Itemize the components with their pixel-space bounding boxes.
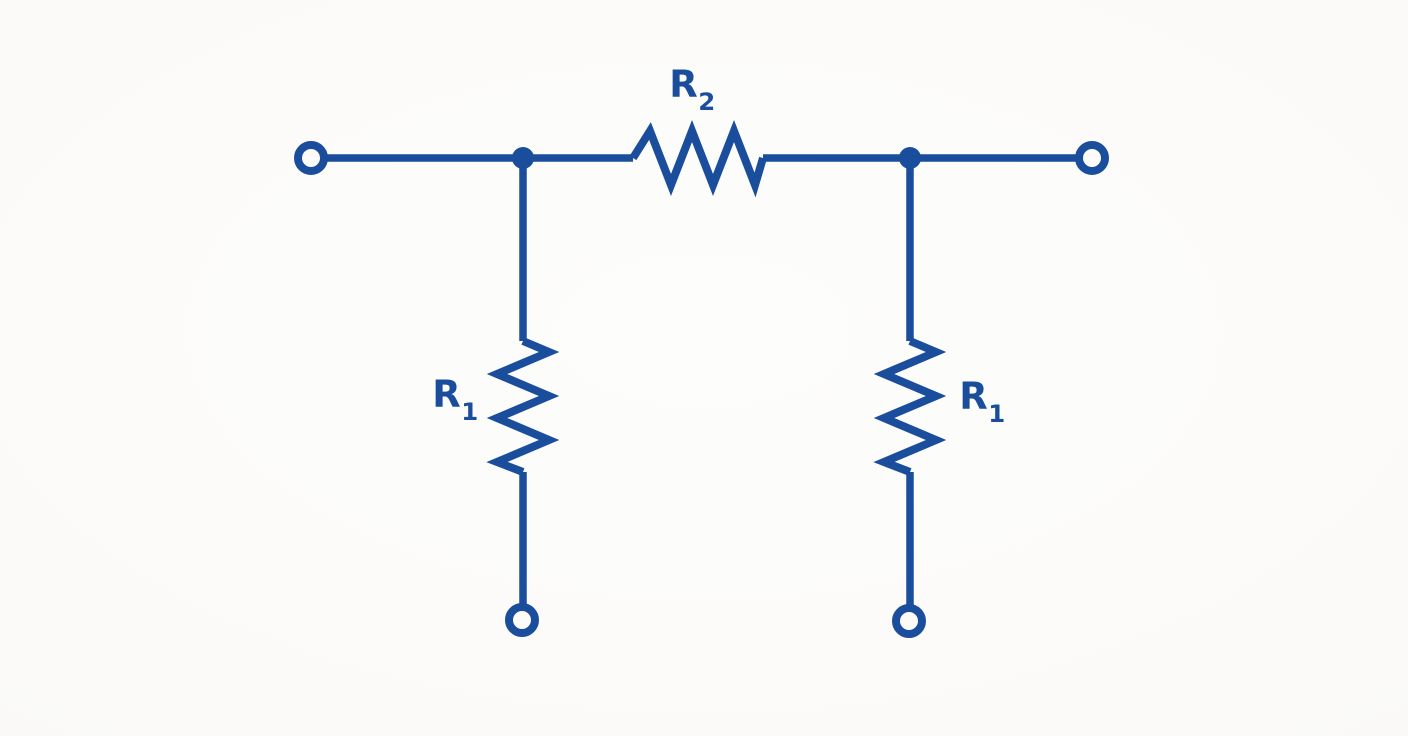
junction-node-right xyxy=(899,147,921,169)
resistor-label-r2-base: R xyxy=(669,63,698,107)
terminal-bottom-right xyxy=(892,604,926,638)
resistor-label-r1-left-sub: 1 xyxy=(461,396,479,426)
terminal-top-right xyxy=(1075,141,1109,175)
shunt-resistor-r1-right xyxy=(873,337,947,476)
resistor-label-r1-right: R1 xyxy=(959,375,1005,425)
resistor-label-r1-left: R1 xyxy=(432,373,478,423)
resistor-label-r1-left-base: R xyxy=(432,373,461,417)
resistor-label-r1-right-base: R xyxy=(959,375,988,419)
resistor-label-r2-sub: 2 xyxy=(698,86,716,116)
terminal-bottom-left xyxy=(505,603,539,637)
junction-node-left xyxy=(512,147,534,169)
shunt-resistor-r1-left xyxy=(486,337,560,476)
terminal-top-left xyxy=(294,141,328,175)
resistor-label-r2: R2 xyxy=(669,63,715,113)
resistor-label-r1-right-sub: 1 xyxy=(988,398,1006,428)
series-resistor-r2 xyxy=(629,119,767,198)
